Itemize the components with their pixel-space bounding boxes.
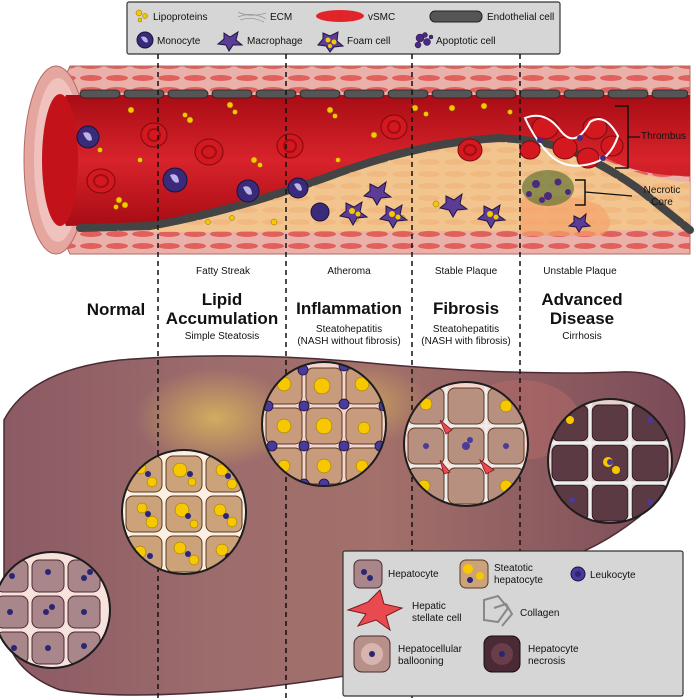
legend-steatotic-label: Steatotic hepatocyte xyxy=(494,563,543,586)
stage-title-inflammation: Inflammation xyxy=(296,299,402,318)
steatotic-hepatocyte-icon xyxy=(459,559,489,589)
bottom-legend: Hepatocyte Steatotic hepatocyte Leukocyt… xyxy=(342,550,684,697)
foam-cell-icon xyxy=(317,31,345,53)
bottom-legend-box xyxy=(342,550,684,697)
stage-subtitle-lipid: Simple Steatosis xyxy=(184,331,260,342)
red-blood-cells xyxy=(86,114,483,194)
lumen-opening xyxy=(42,94,78,226)
macrophages xyxy=(362,180,592,233)
legend-leukocyte-label: Leukocyte xyxy=(590,570,636,581)
legend-monocyte-label: Monocyte xyxy=(157,36,201,47)
macrophage-icon xyxy=(216,30,244,52)
ballooning-icon xyxy=(353,635,391,673)
thrombus-label: Thrombus xyxy=(641,131,687,142)
ecm-icon xyxy=(237,11,267,23)
monocyte-icon xyxy=(136,31,154,49)
stage-title-normal: Normal xyxy=(86,300,146,319)
stage-subtitle-advanced: Cirrhosis xyxy=(562,331,602,342)
artery-label-unstable-plaque: Unstable Plaque xyxy=(543,266,617,277)
necrotic-core-label: Necrotic Core xyxy=(643,185,681,208)
legend-macrophage-label: Macrophage xyxy=(247,36,303,47)
artery xyxy=(23,65,694,255)
top-legend: Lipoproteins ECM vSMC Endothelial cell M… xyxy=(126,1,561,55)
legend-collagen-label: Collagen xyxy=(520,608,559,619)
legend-foam-label: Foam cell xyxy=(347,36,390,47)
legend-vsmc-label: vSMC xyxy=(368,12,395,23)
endothelium-top xyxy=(79,89,689,99)
necrosis-icon xyxy=(483,635,521,673)
legend-apoptotic-label: Apoptotic cell xyxy=(436,36,495,47)
legend-necrosis-label: Hepatocyte necrosis xyxy=(528,644,581,667)
monocytes xyxy=(76,125,330,222)
legend-hepatocyte-label: Hepatocyte xyxy=(388,569,439,580)
artery-label-fatty-streak: Fatty Streak xyxy=(196,266,250,277)
endothelial-icon xyxy=(429,10,483,23)
legend-lipoproteins-label: Lipoproteins xyxy=(153,12,207,23)
artery-label-atheroma: Atheroma xyxy=(327,266,371,277)
collagen-icon xyxy=(483,594,514,627)
lipoprotein-icon xyxy=(135,9,148,23)
stage-subtitle-inflammation: Steatohepatitis (NASH without fibrosis) xyxy=(297,324,401,347)
leukocyte-icon xyxy=(570,566,586,582)
legend-endothelial-label: Endothelial cell xyxy=(487,12,554,23)
stellate-cell-icon xyxy=(346,589,404,632)
tissue-circle-fibrosis xyxy=(403,381,529,507)
stage-title-advanced: Advanced Disease xyxy=(541,290,623,328)
hepatocyte-icon xyxy=(353,559,383,589)
thrombus xyxy=(519,114,624,169)
tissue-circle-inflammation xyxy=(261,361,387,487)
stage-title-lipid: Lipid Accumulation xyxy=(165,290,279,328)
legend-ecm-label: ECM xyxy=(270,12,292,23)
vsmc-icon xyxy=(316,10,364,22)
necrotic-core xyxy=(522,170,574,206)
tissue-circle-normal xyxy=(0,551,111,669)
legend-ballooning-label: Hepatocellular ballooning xyxy=(398,644,465,667)
lipoproteins xyxy=(97,101,513,226)
stage-dividers xyxy=(157,54,521,700)
foam-cells xyxy=(338,200,507,230)
stage-title-fibrosis: Fibrosis xyxy=(432,299,500,318)
apoptotic-cell-icon xyxy=(414,32,434,49)
stage-subtitle-fibrosis: Steatohepatitis (NASH with fibrosis) xyxy=(421,324,511,347)
tissue-circle-lipid xyxy=(121,449,247,575)
legend-stellate-label: Hepatic stellate cell xyxy=(412,601,461,624)
artery-label-stable-plaque: Stable Plaque xyxy=(434,266,498,277)
